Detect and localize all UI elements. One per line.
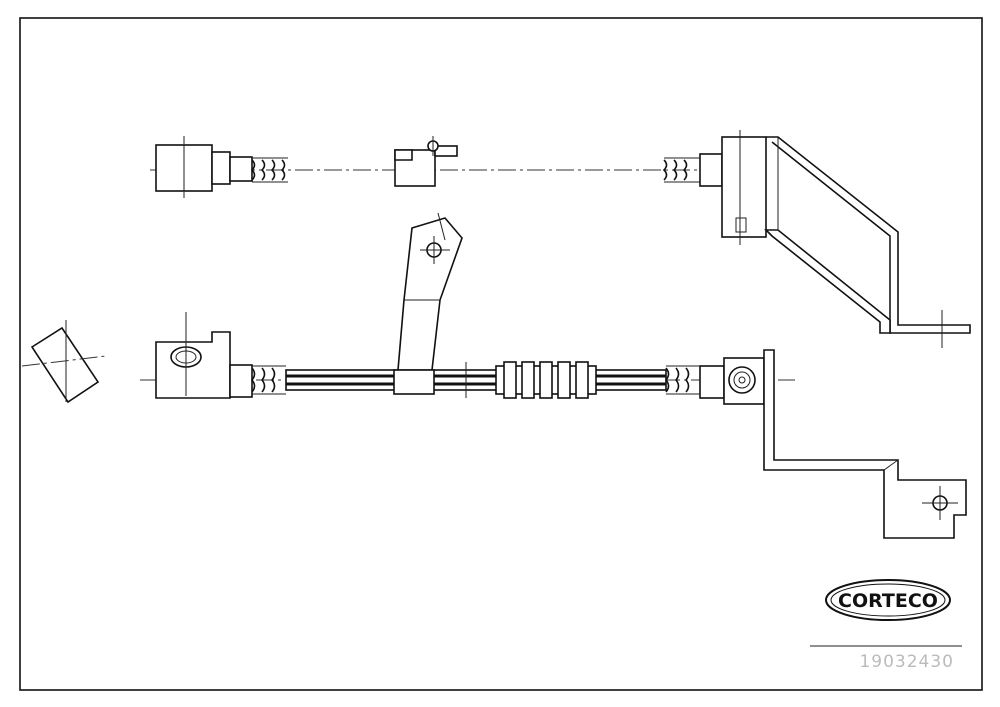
part-number-text: 19032430	[859, 652, 954, 672]
right-bracket	[763, 349, 967, 539]
main-hose-assembly	[140, 212, 967, 539]
left-banjo-fitting	[155, 312, 286, 399]
top-bracket	[764, 136, 971, 348]
right-banjo-fitting	[664, 357, 765, 405]
logo-brand-text: CORTECO	[838, 590, 938, 612]
hose-body	[285, 369, 667, 391]
corteco-logo: CORTECO	[825, 579, 951, 621]
top-row-exploded-view	[150, 130, 971, 348]
top-middle-clip	[394, 136, 458, 187]
drawing-frame	[19, 17, 983, 691]
angled-clip	[393, 212, 463, 395]
sleeve-rings	[465, 361, 597, 399]
top-right-fitting	[662, 130, 767, 245]
left-end-detail	[21, 320, 107, 404]
top-left-fitting	[155, 136, 288, 198]
